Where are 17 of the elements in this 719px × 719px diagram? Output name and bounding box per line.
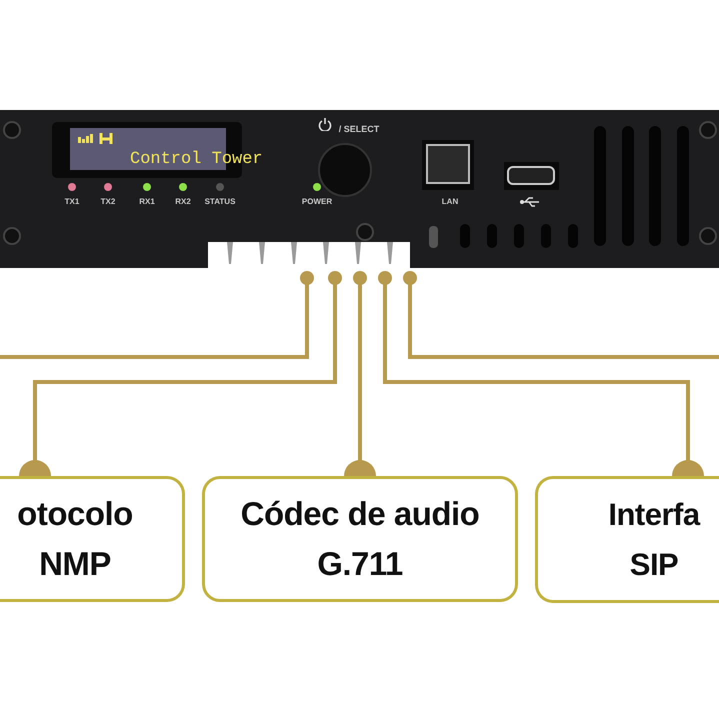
leader-line — [344, 271, 376, 476]
panel-label: TX2 — [100, 197, 116, 206]
leader-line — [0, 271, 314, 359]
panel-label: STATUS — [204, 197, 236, 206]
panel-label: / SELECT — [338, 124, 380, 134]
callout-box: Códec de audio G.711 — [202, 476, 518, 602]
panel-label: RX1 — [139, 197, 155, 206]
leader-line — [19, 271, 342, 476]
callout-box: Interfa SIP — [535, 476, 719, 603]
panel-label: RX2 — [175, 197, 191, 206]
panel-label: POWER — [302, 197, 332, 206]
callout-box: otocolo NMP — [0, 476, 185, 602]
leader-line — [378, 271, 704, 476]
panel-label: TX1 — [64, 197, 80, 206]
leader-line — [403, 271, 719, 359]
display-text: Control Tower — [130, 150, 263, 169]
panel-label: LAN — [442, 197, 458, 206]
